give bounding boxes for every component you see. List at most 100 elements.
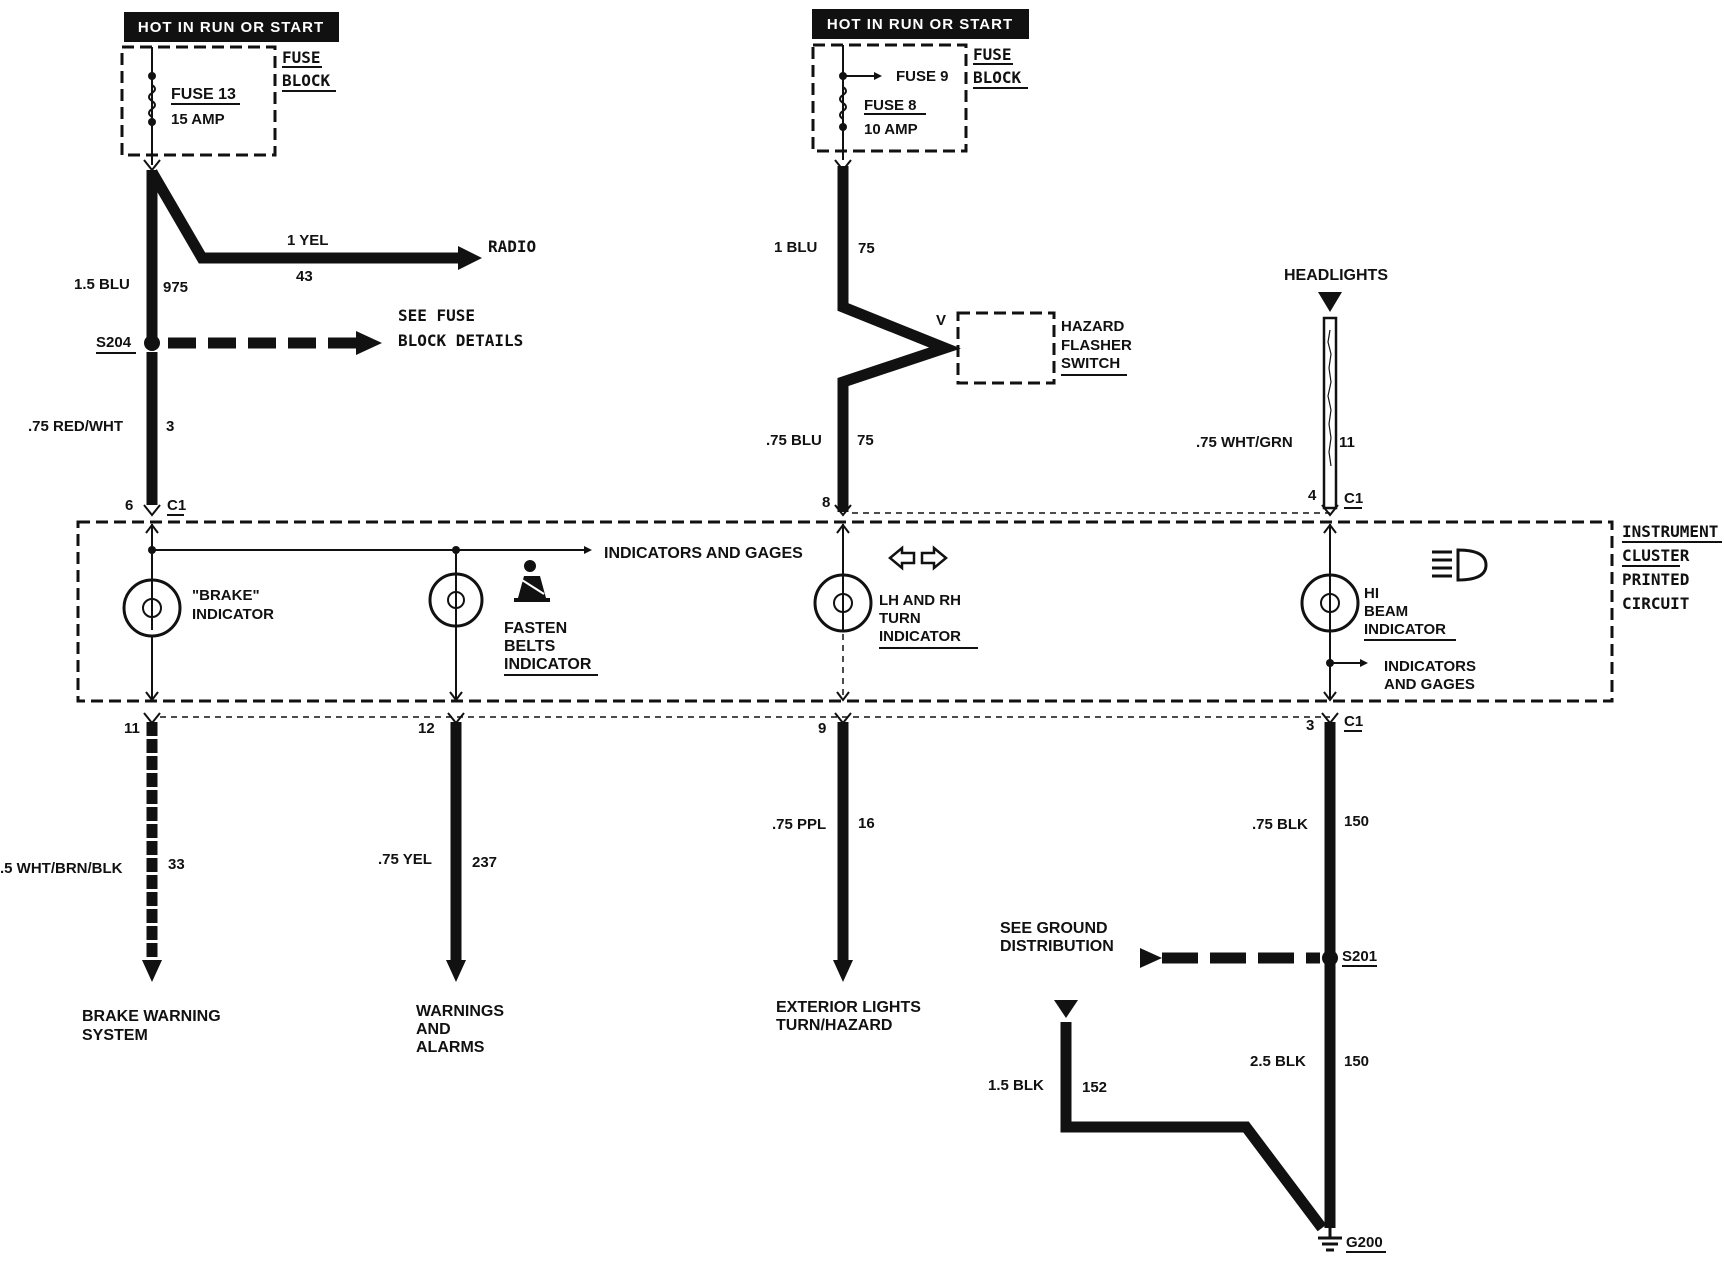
svg-text:1.5 BLK: 1.5 BLK (988, 1077, 1044, 1094)
svg-text:HOT IN RUN OR START: HOT IN RUN OR START (138, 19, 324, 36)
instrument-cluster-box (76, 520, 1614, 703)
svg-text:9: 9 (818, 720, 826, 737)
svg-text:CLUSTER: CLUSTER (1622, 546, 1690, 565)
svg-text:BLOCK DETAILS: BLOCK DETAILS (398, 331, 523, 350)
svg-text:HOT IN RUN OR START: HOT IN RUN OR START (827, 16, 1013, 33)
fuse-13-label: FUSE 13 (171, 86, 236, 103)
svg-text:BLOCK: BLOCK (973, 68, 1022, 87)
svg-text:8: 8 (822, 494, 830, 511)
radio-label: RADIO (488, 237, 536, 256)
fuse-8-rating: 10 AMP (864, 121, 918, 138)
svg-text:152: 152 (1082, 1079, 1107, 1096)
svg-text:.75 BLK: .75 BLK (1252, 816, 1308, 833)
svg-text:INDICATOR: INDICATOR (1364, 621, 1446, 638)
see-fuse-label: SEE FUSE (398, 306, 475, 325)
fuse-8-label: FUSE 8 (864, 97, 917, 114)
brake-circuit: 1 YEL 43 RADIO 1.5 BLU 975 S204 SEE FUSE… (28, 159, 536, 517)
svg-text:S201: S201 (1342, 948, 1377, 965)
svg-text:BLOCK: BLOCK (282, 71, 331, 90)
belts-output: 12 .75 YEL 237 WARNINGS AND ALARMS (378, 712, 504, 1056)
svg-text:11: 11 (124, 720, 140, 737)
seatbelt-icon (514, 560, 550, 602)
svg-text:3: 3 (166, 418, 174, 435)
turn-circuit: 1 BLU 75 V HAZARD FLASHER SWITCH .75 BLU… (766, 159, 1132, 517)
svg-text:4: 4 (1308, 487, 1317, 504)
svg-text:V: V (936, 312, 946, 329)
svg-text:INDICATOR: INDICATOR (504, 656, 592, 673)
svg-text:FLASHER: FLASHER (1061, 337, 1132, 354)
left-hot-header: HOT IN RUN OR START (124, 12, 339, 42)
svg-text:LH AND RH: LH AND RH (879, 592, 961, 609)
right-fuse-block: FUSE 9 FUSE 8 10 AMP FUSE BLOCK (811, 43, 1028, 160)
svg-text:75: 75 (857, 432, 874, 449)
svg-text:HI: HI (1364, 585, 1379, 602)
cluster-label: INSTRUMENT CLUSTER PRINTED CIRCUIT (1622, 522, 1722, 613)
svg-text:11: 11 (1339, 434, 1355, 451)
svg-text:33: 33 (168, 856, 185, 873)
svg-text:INDICATOR: INDICATOR (192, 606, 274, 623)
svg-text:1 BLU: 1 BLU (774, 239, 817, 256)
svg-text:.5 WHT/BRN/BLK: .5 WHT/BRN/BLK (0, 860, 123, 877)
svg-text:G200: G200 (1346, 1234, 1383, 1251)
svg-text:EXTERIOR LIGHTS: EXTERIOR LIGHTS (776, 999, 921, 1016)
right-hot-header: HOT IN RUN OR START (812, 9, 1029, 39)
brake-output: 11 .5 WHT/BRN/BLK 33 BRAKE WARNING SYSTE… (0, 712, 221, 1044)
svg-text:HAZARD: HAZARD (1061, 318, 1124, 335)
svg-text:75: 75 (858, 240, 875, 257)
svg-text:43: 43 (296, 268, 313, 285)
svg-text:AND GAGES: AND GAGES (1384, 676, 1475, 693)
high-beam-icon (1432, 548, 1488, 582)
headlights-label: HEADLIGHTS (1284, 267, 1388, 284)
ground-icon (1318, 1228, 1342, 1252)
svg-text:12: 12 (418, 720, 435, 737)
svg-text:.75 BLU: .75 BLU (766, 432, 822, 449)
svg-text:C1: C1 (1344, 490, 1363, 507)
svg-text:BELTS: BELTS (504, 638, 556, 655)
svg-text:AND: AND (416, 1021, 451, 1038)
svg-text:SYSTEM: SYSTEM (82, 1027, 148, 1044)
turn-arrows-icon (888, 545, 948, 571)
turn-indicator: LH AND RH TURN INDICATOR (813, 523, 978, 702)
splice-s204 (144, 335, 160, 351)
brake-indicator: "BRAKE" INDICATOR (122, 578, 274, 702)
svg-text:FUSE: FUSE (282, 48, 321, 67)
svg-text:150: 150 (1344, 1053, 1369, 1070)
svg-text:3: 3 (1306, 717, 1314, 734)
fuse-13-rating: 15 AMP (171, 111, 225, 128)
svg-text:S204: S204 (96, 334, 132, 351)
hazard-flasher-switch (956, 311, 1056, 385)
svg-text:C1: C1 (167, 497, 186, 514)
hibeam-ground: 3 C1 .75 BLK 150 SEE GROUND DISTRIBUTION… (988, 712, 1386, 1253)
svg-text:1.5 BLU: 1.5 BLU (74, 276, 130, 293)
svg-text:INSTRUMENT: INSTRUMENT (1622, 522, 1718, 541)
svg-text:WARNINGS: WARNINGS (416, 1003, 504, 1020)
svg-text:INDICATORS AND GAGES: INDICATORS AND GAGES (604, 545, 803, 562)
svg-text:6: 6 (125, 497, 133, 514)
svg-text:.75 WHT/GRN: .75 WHT/GRN (1196, 434, 1293, 451)
splice-s201 (1322, 950, 1338, 966)
indicators-bus: INDICATORS AND GAGES (145, 523, 803, 586)
svg-text:PRINTED: PRINTED (1622, 570, 1689, 589)
hibeam-indicator: INDICATORS AND GAGES HI BEAM INDICATOR (1300, 523, 1488, 702)
svg-text:CIRCUIT: CIRCUIT (1622, 594, 1689, 613)
fuse-9-label: FUSE 9 (896, 68, 949, 85)
svg-text:ALARMS: ALARMS (416, 1039, 485, 1056)
svg-text:237: 237 (472, 854, 497, 871)
svg-text:TURN: TURN (879, 610, 921, 627)
svg-text:"BRAKE": "BRAKE" (192, 587, 260, 604)
svg-text:INDICATORS: INDICATORS (1384, 658, 1476, 675)
svg-text:2.5 BLK: 2.5 BLK (1250, 1053, 1306, 1070)
svg-text:.75 PPL: .75 PPL (772, 816, 826, 833)
svg-text:TURN/HAZARD: TURN/HAZARD (776, 1017, 892, 1034)
svg-text:SWITCH: SWITCH (1061, 355, 1120, 372)
svg-text:FASTEN: FASTEN (504, 620, 567, 637)
svg-text:1 YEL: 1 YEL (287, 232, 328, 249)
fasten-belts-indicator: FASTEN BELTS INDICATOR (428, 560, 598, 702)
svg-text:C1: C1 (1344, 713, 1363, 730)
svg-text:INDICATOR: INDICATOR (879, 628, 961, 645)
svg-text:975: 975 (163, 279, 188, 296)
svg-text:16: 16 (858, 815, 875, 832)
svg-text:.75 RED/WHT: .75 RED/WHT (28, 418, 123, 435)
svg-text:DISTRIBUTION: DISTRIBUTION (1000, 938, 1114, 955)
